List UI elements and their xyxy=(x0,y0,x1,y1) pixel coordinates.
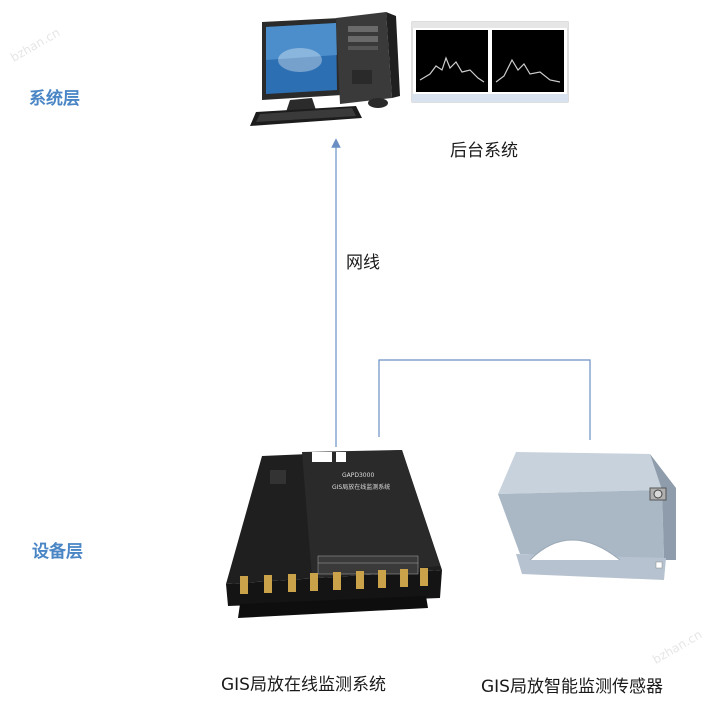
coax-connectors xyxy=(240,568,428,594)
network-label: 网线 xyxy=(346,253,380,273)
backend-caption: 后台系统 xyxy=(450,141,518,161)
gis-sensor-box xyxy=(498,452,676,580)
mouse-icon xyxy=(368,98,388,108)
layer-label-system: 系统层 xyxy=(29,89,80,109)
gis-sensor-caption: GIS局放智能监测传感器 xyxy=(481,677,663,697)
pc-tower-icon xyxy=(336,12,400,104)
gis-system-caption: GIS局放在线监测系统 xyxy=(221,675,386,695)
keyboard-icon xyxy=(250,106,362,126)
layer-label-device: 设备层 xyxy=(32,542,83,562)
backend-software-screenshot xyxy=(411,21,569,103)
sensor-connector-line xyxy=(378,359,591,440)
gis-system-panel-model: GAPD3000 xyxy=(342,472,375,479)
gis-system-panel-title: GIS局放在线监测系统 xyxy=(332,484,391,491)
